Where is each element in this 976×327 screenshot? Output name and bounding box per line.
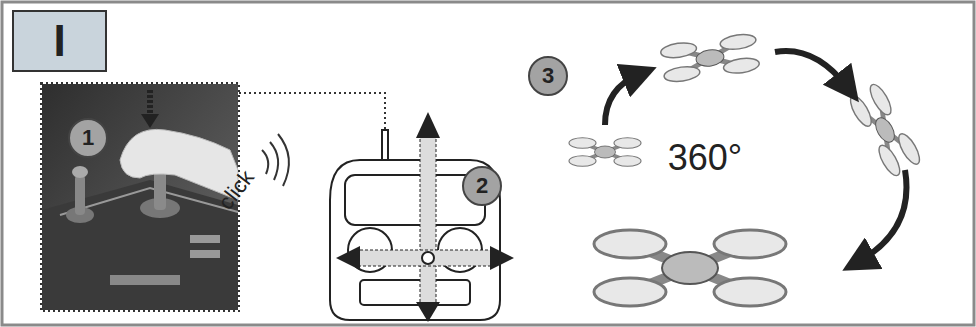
callout-text: 2 xyxy=(476,173,488,199)
sound-waves xyxy=(262,134,289,186)
press-arrow xyxy=(141,90,159,128)
controller-drawing xyxy=(330,130,500,320)
drone xyxy=(847,81,924,178)
drone xyxy=(569,138,641,167)
step-number: I xyxy=(53,16,65,66)
callout-text: 3 xyxy=(542,63,554,89)
step-badge: I xyxy=(12,10,107,72)
drone xyxy=(594,230,786,306)
callout-number: 1 xyxy=(68,118,108,158)
dotted-frame xyxy=(41,83,239,311)
callout-number: 2 xyxy=(462,166,502,206)
rotation-arrows xyxy=(605,51,906,262)
leader-line xyxy=(239,93,385,150)
drone xyxy=(660,33,760,84)
callout-text: 1 xyxy=(82,125,94,151)
callout-number: 3 xyxy=(528,56,568,96)
rotation-label: 360° xyxy=(668,137,742,179)
controller-photo xyxy=(42,84,238,310)
drone-figures xyxy=(569,33,923,306)
direction-arrows xyxy=(336,112,514,322)
